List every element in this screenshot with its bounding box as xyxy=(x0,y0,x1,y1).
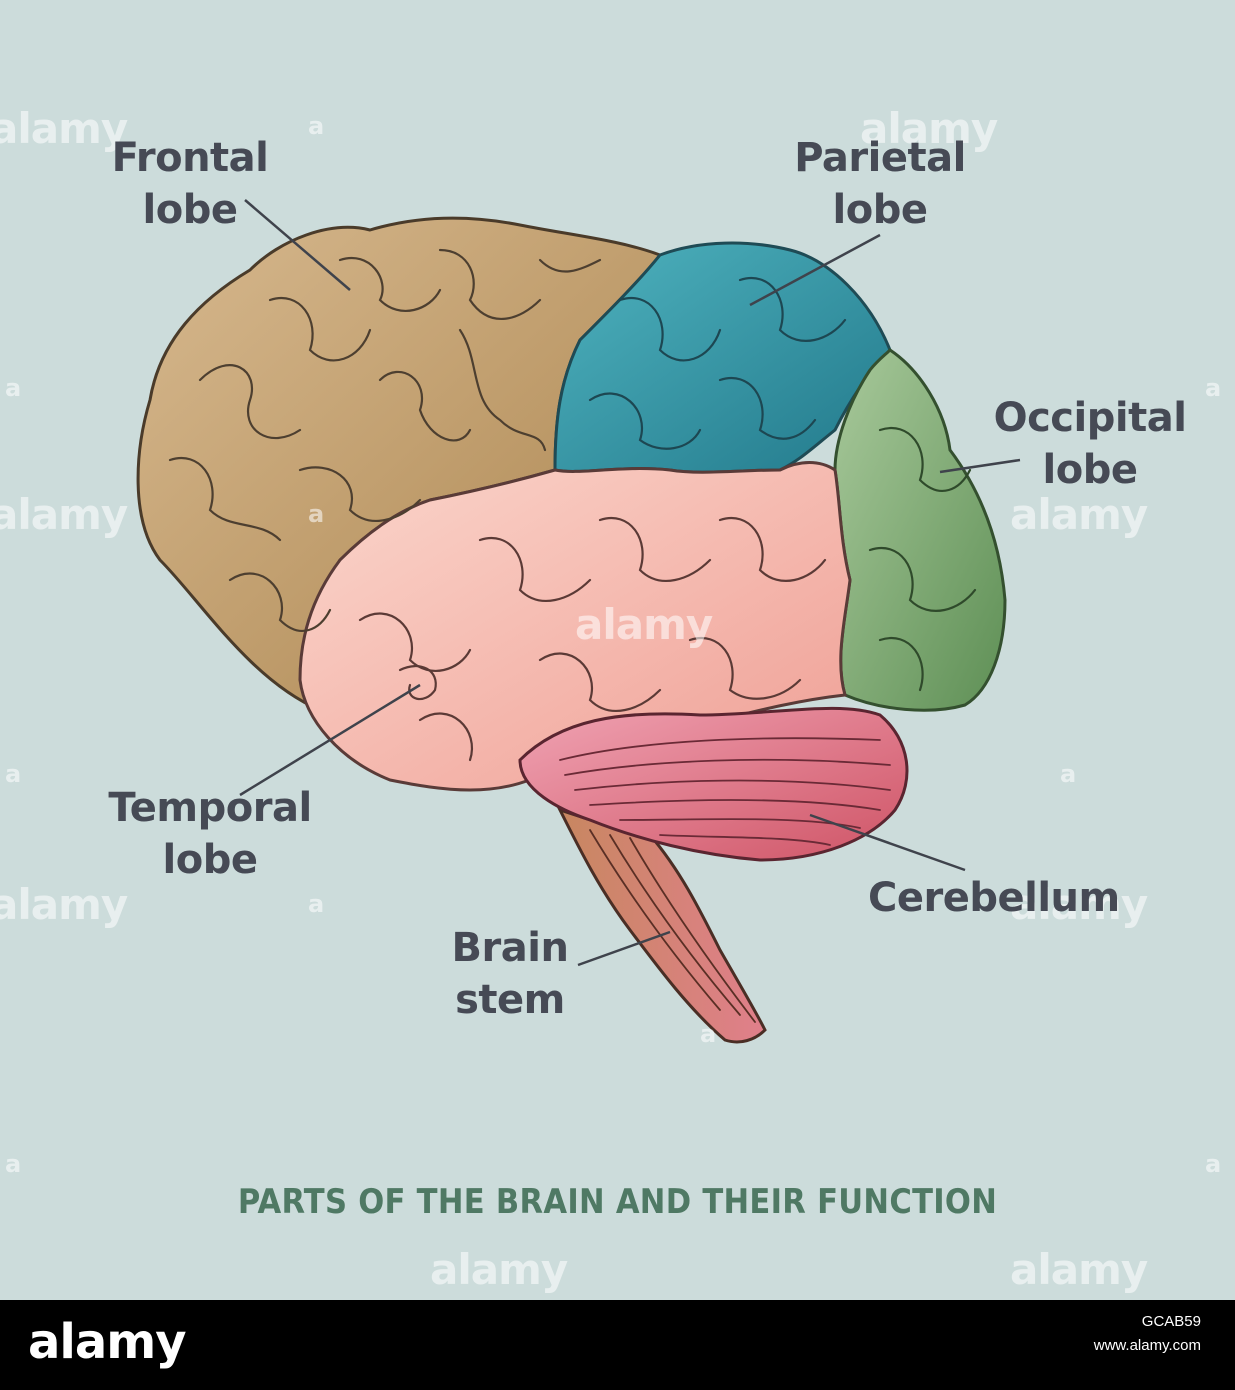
watermark: alamy xyxy=(1010,490,1148,539)
frontal-leader xyxy=(244,199,351,291)
label-occipital-line-1: Occipital xyxy=(993,395,1187,441)
cerebellum-leader xyxy=(809,813,966,872)
watermark: alamy xyxy=(0,104,128,153)
brain-diagram xyxy=(136,199,1021,1044)
temporal-lobe-region xyxy=(298,461,852,792)
brain-stem-fibers xyxy=(589,829,756,1023)
watermark-letter: a xyxy=(308,890,325,918)
label-occipital-line-2: lobe xyxy=(1042,447,1138,493)
parietal-leader xyxy=(749,233,881,307)
watermark-letter: a xyxy=(308,112,325,140)
temporal-gyri xyxy=(358,517,827,762)
watermark: alamy xyxy=(0,490,128,539)
alamy-logo: alamy xyxy=(28,1314,187,1370)
footer-info: GCAB59 www.alamy.com xyxy=(1094,1310,1201,1358)
leader-lines xyxy=(239,199,1021,967)
watermark: alamy xyxy=(1010,1245,1148,1294)
watermark-letter: a xyxy=(308,500,325,528)
label-temporal-line-2: lobe xyxy=(162,837,258,883)
watermark: alamy xyxy=(1010,880,1148,929)
label-brain-stem: Brain stem xyxy=(440,922,580,1026)
label-cerebellum: Cerebellum xyxy=(868,872,1120,924)
watermark-letter: a xyxy=(5,1150,22,1178)
occipital-gyri xyxy=(868,427,977,692)
occipital-leader xyxy=(939,458,1021,474)
watermark-letter: a xyxy=(5,760,22,788)
label-occipital-lobe: Occipital lobe xyxy=(990,392,1190,496)
label-cerebellum-line-1: Cerebellum xyxy=(868,875,1120,921)
watermark-letter: a xyxy=(5,374,22,402)
watermark: alamy xyxy=(430,1245,568,1294)
image-id: GCAB59 xyxy=(1141,1313,1201,1330)
brain-stem-leader xyxy=(577,930,671,967)
diagram-title: PARTS OF THE BRAIN AND THEIR FUNCTION xyxy=(237,1182,998,1222)
label-frontal-line-1: Frontal xyxy=(111,135,269,181)
label-temporal-lobe: Temporal lobe xyxy=(100,782,320,886)
label-brain-stem-line-2: stem xyxy=(455,977,565,1023)
label-frontal-line-2: lobe xyxy=(142,187,238,233)
label-parietal-line-1: Parietal xyxy=(794,135,966,181)
watermark-letter: a xyxy=(1205,1150,1222,1178)
stock-footer-bar: alamy GCAB59 www.alamy.com xyxy=(0,1300,1235,1390)
label-parietal-lobe: Parietal lobe xyxy=(780,132,980,236)
watermark-letter: a xyxy=(700,1020,717,1048)
site-url: www.alamy.com xyxy=(1093,1337,1201,1354)
watermark-letter: a xyxy=(1060,760,1077,788)
watermark-letter: a xyxy=(1205,374,1222,402)
temporal-leader xyxy=(239,683,421,797)
watermark: alamy xyxy=(575,600,713,649)
label-frontal-lobe: Frontal lobe xyxy=(100,132,280,236)
frontal-gyri xyxy=(168,248,602,632)
label-temporal-line-1: Temporal xyxy=(108,785,312,831)
label-parietal-line-2: lobe xyxy=(832,187,928,233)
occipital-lobe-region xyxy=(833,348,1007,712)
watermark: alamy xyxy=(860,104,998,153)
watermark: alamy xyxy=(0,880,128,929)
label-brain-stem-line-1: Brain xyxy=(451,925,569,971)
parietal-gyri xyxy=(588,277,847,450)
